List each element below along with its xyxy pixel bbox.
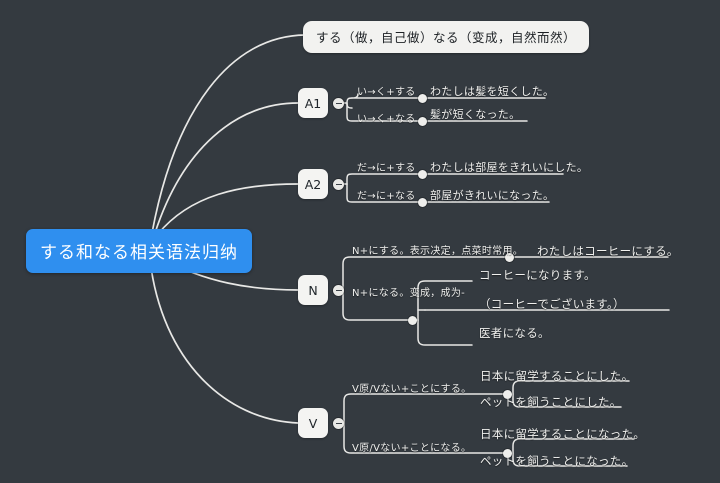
example-n-2c: 医者になる。 bbox=[479, 326, 550, 340]
example-a1-2: 髪が短くなった。 bbox=[430, 108, 521, 121]
label-n-2: N+になる。变成，成为- bbox=[352, 288, 466, 299]
label-a1-2: い→く+なる bbox=[357, 114, 416, 125]
example-a1-1: わたしは髪を短くした。 bbox=[430, 85, 555, 98]
collapse-toggle-v[interactable] bbox=[333, 418, 344, 429]
branch-dot-v-1[interactable] bbox=[503, 390, 512, 399]
category-node-a2[interactable]: A2 bbox=[298, 169, 328, 199]
collapse-toggle-a2[interactable] bbox=[333, 179, 344, 190]
category-node-v[interactable]: V bbox=[298, 408, 328, 438]
example-v-1a: 日本に留学することにした。 bbox=[480, 369, 634, 383]
topic-node-overview[interactable]: する（做，自己做）なる（变成，自然而然） bbox=[303, 21, 590, 53]
label-v-2: V原/Vない+ことになる。 bbox=[352, 443, 472, 454]
branch-dot-n-2[interactable] bbox=[408, 316, 417, 325]
label-v-1: V原/Vない+ことにする。 bbox=[352, 384, 472, 395]
label-a2-1: だ→に+する bbox=[357, 163, 416, 174]
label-n-1: N+にする。表示决定，点菜时常用。 bbox=[352, 246, 524, 257]
edge-root-a2 bbox=[157, 183, 299, 235]
collapse-toggle-a1[interactable] bbox=[333, 98, 344, 109]
branch-dot-a1-1[interactable] bbox=[418, 94, 427, 103]
branch-dot-v-2[interactable] bbox=[503, 449, 512, 458]
example-n-2a: コーヒーになります。 bbox=[479, 268, 596, 282]
example-n-1: わたしはコーヒーにする。 bbox=[537, 244, 679, 258]
label-a1-1: い→く+する bbox=[357, 87, 416, 98]
root-node[interactable]: する和なる相关语法归纳 bbox=[26, 229, 252, 273]
example-a2-1: わたしは部屋をきれいにした。 bbox=[430, 161, 589, 174]
category-node-a1[interactable]: A1 bbox=[298, 88, 328, 118]
example-n-2b: （コーヒーでございます。） bbox=[479, 297, 625, 311]
branch-dot-a1-2[interactable] bbox=[418, 117, 427, 126]
example-v-2a: 日本に留学することになった。 bbox=[480, 427, 646, 441]
edge-a2-top bbox=[346, 173, 422, 185]
branch-dot-a2-1[interactable] bbox=[418, 170, 427, 179]
branch-dot-a2-2[interactable] bbox=[418, 198, 427, 207]
edge-root-v bbox=[149, 259, 299, 424]
collapse-toggle-n[interactable] bbox=[333, 285, 344, 296]
label-a2-2: だ→に+なる bbox=[357, 191, 416, 202]
edge-root-overview bbox=[151, 34, 306, 234]
branch-dot-n-1[interactable] bbox=[505, 253, 514, 262]
edge-root-a1 bbox=[154, 102, 299, 234]
edge-n-sub3 bbox=[417, 319, 473, 346]
example-a2-2: 部屋がきれいになった。 bbox=[430, 189, 555, 202]
example-v-2b: ペットを飼うことになった。 bbox=[480, 454, 634, 468]
example-v-1b: ペットを飼うことにした。 bbox=[480, 395, 622, 409]
category-node-n[interactable]: N bbox=[298, 275, 328, 305]
